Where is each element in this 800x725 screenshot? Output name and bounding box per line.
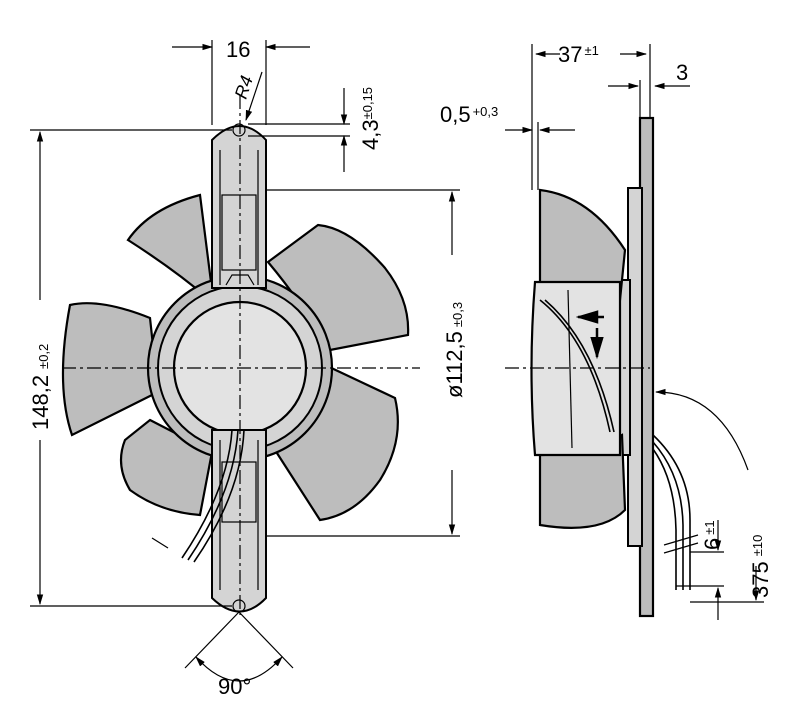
angle-dimension: 90°	[218, 674, 251, 699]
front-view: 16 R4 4,3±0,15 148,2±0,2 ø112,5±0,3	[28, 37, 467, 699]
radius-label: R4	[231, 73, 257, 101]
mounting-strut	[211, 125, 267, 289]
fan-blade	[126, 193, 214, 303]
lead-length-dimension: 375±10	[748, 535, 773, 598]
strip-dimension: 6±1	[700, 520, 725, 550]
flange-dimension: 3	[676, 60, 688, 85]
side-view: 37±1 3 0,5+0,3 6±1 375±10	[440, 42, 773, 620]
mounting-hole	[232, 123, 246, 137]
fan-blade	[61, 302, 160, 437]
hole-dimension: 4,3±0,15	[358, 87, 383, 150]
lead-wires	[181, 429, 233, 559]
diameter-dimension: ø112,5±0,3	[442, 302, 467, 398]
lead-wires	[652, 434, 691, 590]
height-dimension: 148,2±0,2	[28, 344, 53, 430]
depth-dimension: 37±1	[558, 42, 599, 67]
offset-dimension: 0,5+0,3	[440, 102, 498, 127]
width-dimension: 16	[226, 37, 250, 62]
